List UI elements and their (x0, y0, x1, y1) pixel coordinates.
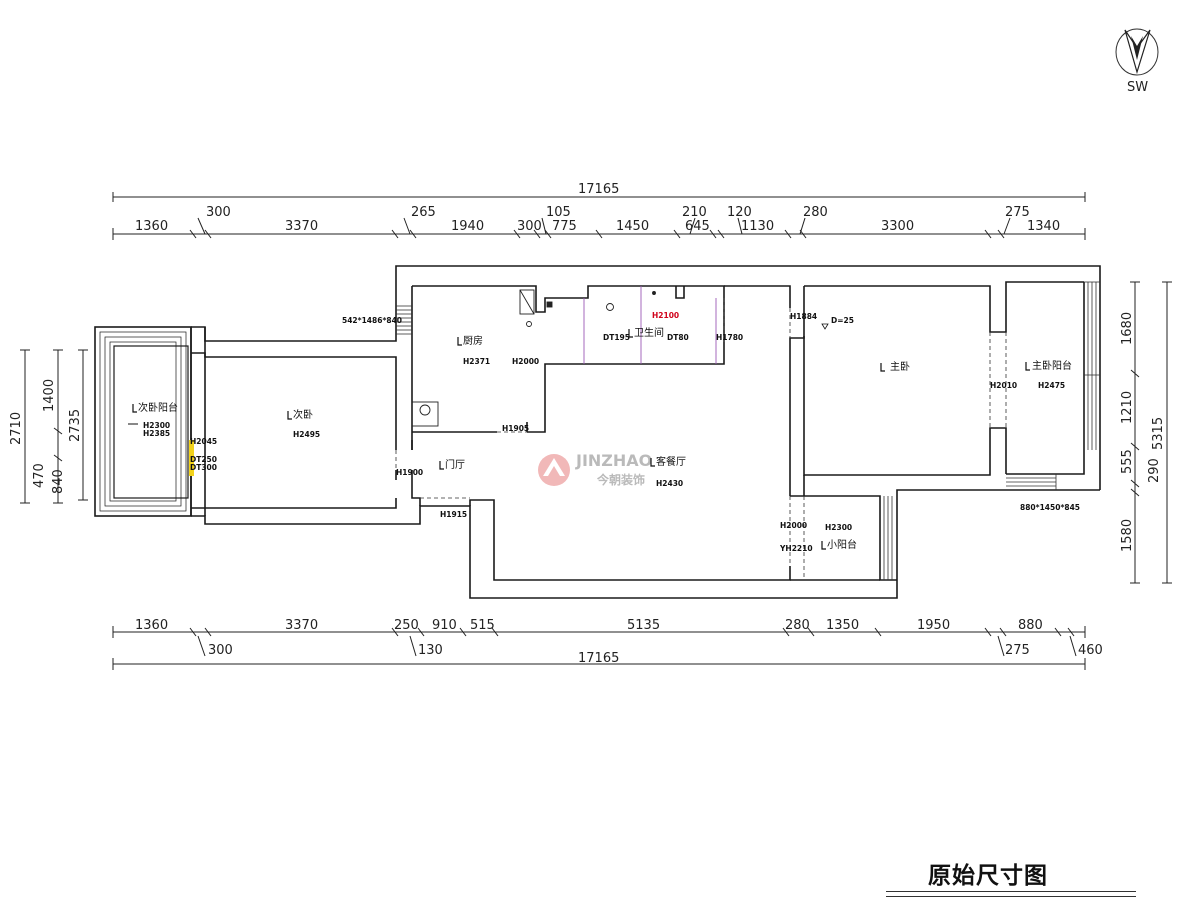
dim-top-total: 17165 (578, 182, 619, 197)
ann-sb-h2: H2385 (143, 429, 170, 438)
dim-top-645: 645 (685, 219, 710, 234)
top-dimension-lines (112, 192, 1086, 240)
dim-bot-1360: 1360 (135, 618, 168, 633)
bottom-dimension-lines (112, 626, 1086, 670)
room-small-balcony: 小阳台 (827, 538, 857, 551)
room-bathroom: 卫生间 (634, 326, 664, 339)
dim-right-1580: 1580 (1120, 519, 1135, 552)
ann-h2000-k: H2000 (512, 357, 539, 366)
page-title: 原始尺寸图 (928, 863, 1048, 889)
ann-h1915: H1915 (440, 510, 467, 519)
dim-top-300b: 300 (517, 219, 542, 234)
dim-top-265: 265 (411, 205, 436, 220)
room-master-balcony: 主卧阳台 (1032, 359, 1072, 372)
dim-top-1360: 1360 (135, 219, 168, 234)
dim-top-105: 105 (546, 205, 571, 220)
dim-bot-250: 250 (394, 618, 419, 633)
dim-top-280: 280 (803, 205, 828, 220)
dim-bot-1950: 1950 (917, 618, 950, 633)
ann-dt300: DT300 (190, 463, 217, 472)
ann-win-right: 880*1450*845 (1020, 503, 1080, 512)
dim-bot-280: 280 (785, 618, 810, 633)
room-kitchen: 厨房 (463, 334, 483, 347)
compass-icon (1115, 28, 1159, 76)
watermark-brand: JINZHAO (575, 451, 652, 470)
title-underline (886, 891, 1136, 892)
ann-h1900: H1900 (396, 468, 423, 477)
dim-top-210: 210 (682, 205, 707, 220)
dim-left-470: 470 (32, 463, 47, 488)
dim-right-1680: 1680 (1120, 312, 1135, 345)
ann-h1884: H1884 (790, 312, 817, 321)
room-living-dining: 客餐厅 (656, 455, 686, 468)
walls (94, 265, 1101, 599)
ann-h1780: H1780 (716, 333, 743, 342)
dim-bot-130: 130 (418, 643, 443, 658)
dim-right-5315: 5315 (1151, 417, 1166, 450)
room-secondary-balcony: 次卧阳台 (138, 401, 178, 414)
dim-left-2710: 2710 (9, 412, 24, 445)
dim-top-300: 300 (206, 205, 231, 220)
ann-yh2210: YH2210 (779, 544, 813, 553)
compass-label: SW (1127, 80, 1148, 95)
dim-top-1940: 1940 (451, 219, 484, 234)
ann-d25: D=25 (831, 316, 854, 325)
ann-dt250: DT250 (190, 455, 217, 464)
dim-bot-880: 880 (1018, 618, 1043, 633)
dim-right-555: 555 (1120, 449, 1135, 474)
dim-top-775: 775 (552, 219, 577, 234)
dim-bot-5135: 5135 (627, 618, 660, 633)
dim-bot-300: 300 (208, 643, 233, 658)
ann-h2300-s: H2300 (825, 523, 852, 532)
right-dimension-lines (1130, 281, 1172, 584)
ann-kitchen-h: H2371 (463, 357, 490, 366)
fixtures (189, 286, 717, 476)
title-underline-secondary (886, 896, 1136, 897)
ann-win-left: 542*1486*840 (342, 316, 402, 325)
dim-left-2735: 2735 (68, 409, 83, 442)
ann-h2100: H2100 (652, 311, 679, 320)
ann-bed2-h: H2495 (293, 430, 320, 439)
ann-dt80: DT80 (667, 333, 689, 342)
ann-dt195: DT195 (603, 333, 630, 342)
left-dimension-lines (20, 349, 88, 504)
ann-h2000-s: H2000 (780, 521, 807, 530)
dim-top-1340: 1340 (1027, 219, 1060, 234)
dim-bot-910: 910 (432, 618, 457, 633)
ann-master-h: H2010 (990, 381, 1017, 390)
ann-living-h: H2430 (656, 479, 683, 488)
dim-top-275: 275 (1005, 205, 1030, 220)
floor-level-icon (821, 323, 829, 330)
watermark-brand-cn: 今朝装饰 (596, 472, 645, 487)
room-label-markers (132, 329, 1030, 550)
ann-mb-h: H2475 (1038, 381, 1065, 390)
dim-bot-3370: 3370 (285, 618, 318, 633)
dim-bot-275: 275 (1005, 643, 1030, 658)
dim-top-3370: 3370 (285, 219, 318, 234)
room-foyer: 门厅 (445, 458, 465, 471)
dim-left-840: 840 (51, 469, 66, 494)
ann-h2045: H2045 (190, 437, 217, 446)
room-secondary-bedroom: 次卧 (293, 408, 313, 421)
dim-bot-515: 515 (470, 618, 495, 633)
windows (395, 281, 1100, 580)
room-master-bedroom: 主卧 (890, 360, 910, 373)
dim-bot-460: 460 (1078, 643, 1103, 658)
dim-right-1210: 1210 (1120, 391, 1135, 424)
dim-left-1400: 1400 (42, 379, 57, 412)
dim-top-1130: 1130 (741, 219, 774, 234)
ann-sb-h1: H2300 (143, 421, 170, 430)
dim-bot-1350: 1350 (826, 618, 859, 633)
dim-top-3300: 3300 (881, 219, 914, 234)
dim-top-120: 120 (727, 205, 752, 220)
dim-top-1450: 1450 (616, 219, 649, 234)
dim-bot-total: 17165 (578, 651, 619, 666)
dim-right-290: 290 (1147, 458, 1162, 483)
ann-h1905: H1905 (502, 424, 529, 433)
watermark-logo (538, 454, 570, 486)
